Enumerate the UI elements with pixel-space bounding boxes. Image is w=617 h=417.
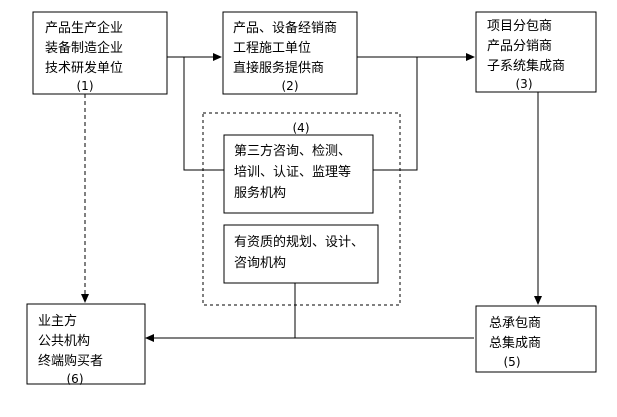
node-general-contractor: 总承包商 总集成商 (5): [475, 305, 597, 373]
svg-text:公共机构: 公共机构: [38, 334, 90, 349]
svg-text:终端购买者: 终端购买者: [38, 353, 103, 369]
connector-manufacturer-to-third-party: [183, 57, 224, 171]
connector-third-party-to-subcontractor: [373, 57, 418, 171]
svg-text:产品分销商: 产品分销商: [487, 39, 552, 54]
service-group-number: (4): [293, 121, 310, 135]
svg-text:有资质的规划、设计、: 有资质的规划、设计、: [234, 234, 364, 250]
svg-text:第三方咨询、检测、: 第三方咨询、检测、: [234, 143, 351, 159]
svg-text:产品、设备经销商: 产品、设备经销商: [233, 20, 337, 36]
node-subcontractor: 项目分包商 产品分销商 子系统集成商 (3): [475, 11, 597, 93]
node-owner: 业主方 公共机构 终端购买者 (6): [26, 303, 146, 386]
svg-text:咨询机构: 咨询机构: [234, 256, 286, 271]
svg-text:服务机构: 服务机构: [234, 185, 286, 201]
node-manufacturer: 产品生产企业 装备制造企业 技术研发单位 (1): [32, 11, 168, 95]
svg-text:培训、认证、监理等: 培训、认证、监理等: [234, 164, 351, 180]
node-planning-design: 有资质的规划、设计、 咨询机构: [223, 224, 379, 284]
svg-text:技术研发单位: 技术研发单位: [45, 60, 123, 76]
svg-text:直接服务提供商: 直接服务提供商: [233, 60, 324, 76]
svg-text:产品生产企业: 产品生产企业: [45, 20, 123, 36]
svg-text:装备制造企业: 装备制造企业: [45, 40, 123, 56]
svg-text:项目分包商: 项目分包商: [487, 19, 552, 34]
svg-text:(3): (3): [516, 77, 533, 91]
svg-text:(6): (6): [67, 372, 84, 386]
svg-text:工程施工单位: 工程施工单位: [233, 41, 311, 56]
svg-text:(2): (2): [282, 79, 299, 93]
node-third-party-services: 第三方咨询、检测、 培训、认证、监理等 服务机构: [223, 134, 374, 214]
service-group-box: [202, 112, 401, 306]
node-distributor: 产品、设备经销商 工程施工单位 直接服务提供商 (2): [222, 11, 358, 95]
svg-text:(1): (1): [77, 79, 94, 93]
svg-text:业主方: 业主方: [38, 313, 77, 329]
svg-text:总承包商: 总承包商: [489, 316, 541, 331]
svg-text:(5): (5): [504, 355, 521, 369]
svg-text:子系统集成商: 子系统集成商: [487, 58, 565, 74]
svg-text:总集成商: 总集成商: [489, 335, 541, 351]
